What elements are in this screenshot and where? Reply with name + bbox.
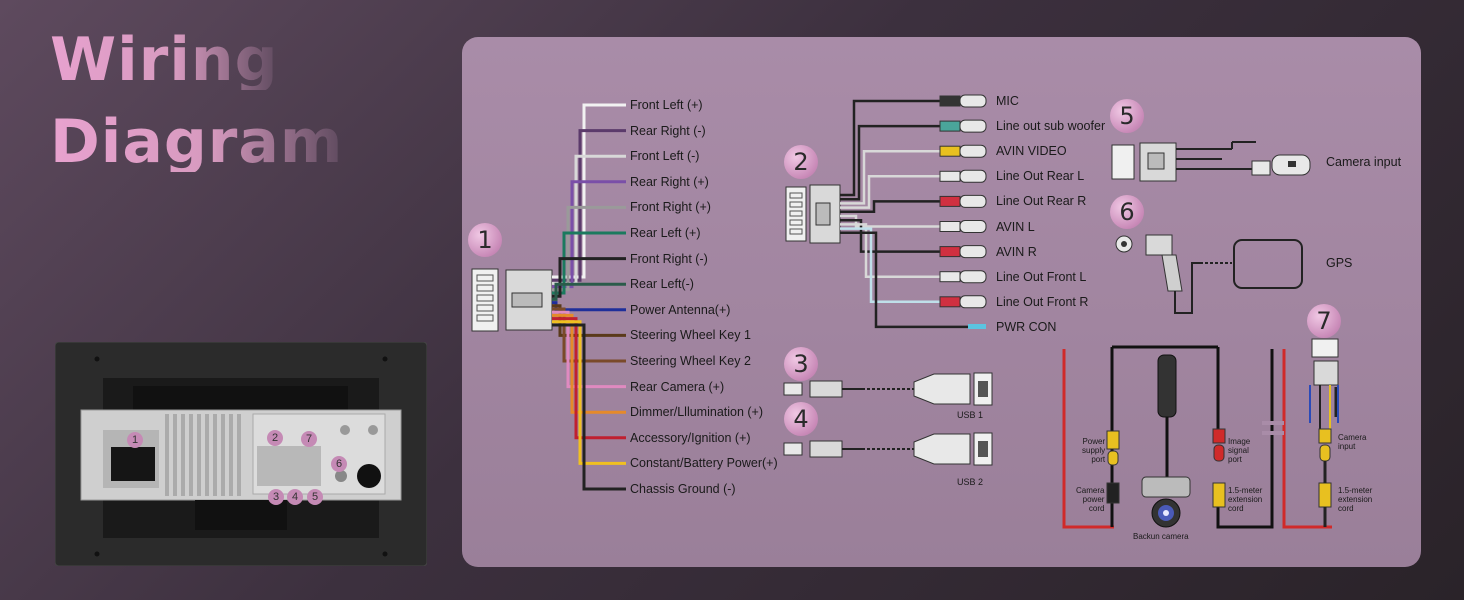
harness-2-wire-label: PWR CON <box>996 319 1057 334</box>
harness-1-wire-label: Rear Left(-) <box>630 277 694 292</box>
harness-1-wire-label: Steering Wheel Key 1 <box>630 328 751 343</box>
head-unit-rear-view: 1 2 7 6 3 4 5 <box>55 342 427 566</box>
harness-1-wire-label: Constant/Battery Power(+) <box>630 456 778 471</box>
power-supply-port-label: Power supply port <box>1082 437 1106 464</box>
rca-plug <box>939 195 961 207</box>
harness-1-wire-label: Steering Wheel Key 2 <box>630 354 751 368</box>
harness-1-wire <box>552 231 626 295</box>
harness-2-wire-label: AVIN L <box>996 219 1035 234</box>
camera-kit-number: 7 <box>1307 304 1341 338</box>
harness-1-wire-label: Front Right (+) <box>630 200 711 215</box>
rca-plug-tip <box>959 194 987 208</box>
wiring-panel: 1 2 3 4 5 6 7 Front Left (+) Rear Right (… <box>462 37 1421 567</box>
camera-input-small-label: Camera input <box>1338 433 1367 451</box>
backup-camera-label: Backun camera <box>1133 532 1189 541</box>
harness-1-wire <box>552 317 626 440</box>
harness-2-wires <box>840 94 987 329</box>
rca-plug <box>939 246 961 258</box>
rca-plug-tip <box>959 220 987 233</box>
harness-1-wire <box>552 323 626 491</box>
unit-port-7: 7 <box>301 431 317 447</box>
harness-1-wire-label: Rear Right (-) <box>630 123 706 138</box>
rca-plug <box>939 296 961 308</box>
harness-1-wire-label: Front Left (+) <box>630 98 703 112</box>
title-line-2: Diagram <box>50 107 344 177</box>
rca-plug-tip <box>959 94 987 108</box>
harness-1-wire-label: Accessory/Ignition (+) <box>630 430 751 445</box>
rca-plug <box>939 145 961 157</box>
harness-1-wire <box>552 313 626 414</box>
harness-2-wire-label: AVIN VIDEO <box>996 144 1067 159</box>
rca-plug-tip <box>959 270 987 284</box>
image-signal-port-label: Image signal port <box>1228 437 1251 464</box>
unit-port-5: 5 <box>307 489 323 505</box>
usb-1-label: USB 1 <box>957 410 984 420</box>
camera-input-label: Camera input <box>1326 155 1402 169</box>
harness-2-wire-label: AVIN R <box>996 244 1037 259</box>
harness-1-wire-label: Front Left (-) <box>630 149 700 164</box>
harness-2-wire-label: Line Out Front L <box>996 269 1087 284</box>
usb-2-label: USB 2 <box>957 477 984 487</box>
unit-port-6: 6 <box>331 456 347 472</box>
usb-2-number: 4 <box>784 402 818 436</box>
camera-input-number: 5 <box>1110 99 1144 133</box>
title-line-1: Wiring <box>50 25 279 95</box>
harness-2-wire <box>840 175 940 209</box>
usb-1-number: 3 <box>784 347 818 381</box>
unit-port-1: 1 <box>127 432 143 448</box>
harness-2-wire <box>840 200 940 214</box>
unit-port-4: 4 <box>287 489 303 505</box>
harness-1-wire-label: Power Antenna(+) <box>630 302 731 317</box>
rca-plug-tip <box>959 295 987 309</box>
extension-cord-2-label: 1.5-meter extension cord <box>1338 486 1373 513</box>
extension-cord-label: 1.5-meter extension cord <box>1228 486 1263 513</box>
harness-2-wire-label: Line Out Rear L <box>996 169 1085 184</box>
rca-plug <box>939 120 961 132</box>
harness-2-wire-label: Line out sub woofer <box>996 119 1106 134</box>
harness-2-number: 2 <box>784 145 818 179</box>
rca-plug-tip <box>959 144 987 158</box>
rca-plug <box>939 95 961 107</box>
harness-2-wire-label: Line Out Rear R <box>996 194 1087 209</box>
harness-2-wire <box>840 99 940 197</box>
harness-2-wire <box>840 227 940 304</box>
gps-number: 6 <box>1110 195 1144 229</box>
harness-1-wire <box>552 282 626 301</box>
rca-plug <box>939 271 961 283</box>
harness-1-wire <box>552 129 626 282</box>
gps-label: GPS <box>1326 256 1353 270</box>
harness-1-wire <box>552 310 626 389</box>
unit-port-2: 2 <box>267 430 283 446</box>
harness-1-number: 1 <box>468 223 502 257</box>
rca-plug-tip <box>959 169 987 183</box>
harness-2-wire-label: Line Out Front R <box>996 294 1089 309</box>
rca-plug <box>939 170 961 182</box>
harness-2-wire <box>840 218 940 253</box>
harness-2-wire-label: MIC <box>996 94 1019 108</box>
harness-1-wire <box>552 307 626 363</box>
harness-1-wire-label: Rear Right (+) <box>630 174 709 189</box>
harness-2-wire <box>840 231 968 329</box>
rca-plug <box>939 221 961 232</box>
harness-1-wire-label: Chassis Ground (-) <box>630 482 736 496</box>
camera-power-cord-label: Camera power cord <box>1076 486 1105 513</box>
harness-1-wire-label: Dimmer/Lllumination (+) <box>630 405 764 420</box>
harness-1-wires <box>552 103 626 491</box>
harness-2-wire <box>840 149 940 205</box>
harness-1-wire-label: Front Right (-) <box>630 251 708 266</box>
harness-1-wire-label: Rear Left (+) <box>630 226 701 240</box>
unit-port-3: 3 <box>268 489 284 505</box>
static-illustrations <box>471 141 1339 529</box>
harness-2-wire <box>840 223 940 278</box>
harness-1-wire-label: Rear Camera (+) <box>630 379 725 394</box>
harness-2-wire <box>840 124 940 201</box>
harness-1-wire <box>552 320 626 465</box>
rca-plug-tip <box>959 119 987 133</box>
rca-plug-tip <box>959 245 987 259</box>
